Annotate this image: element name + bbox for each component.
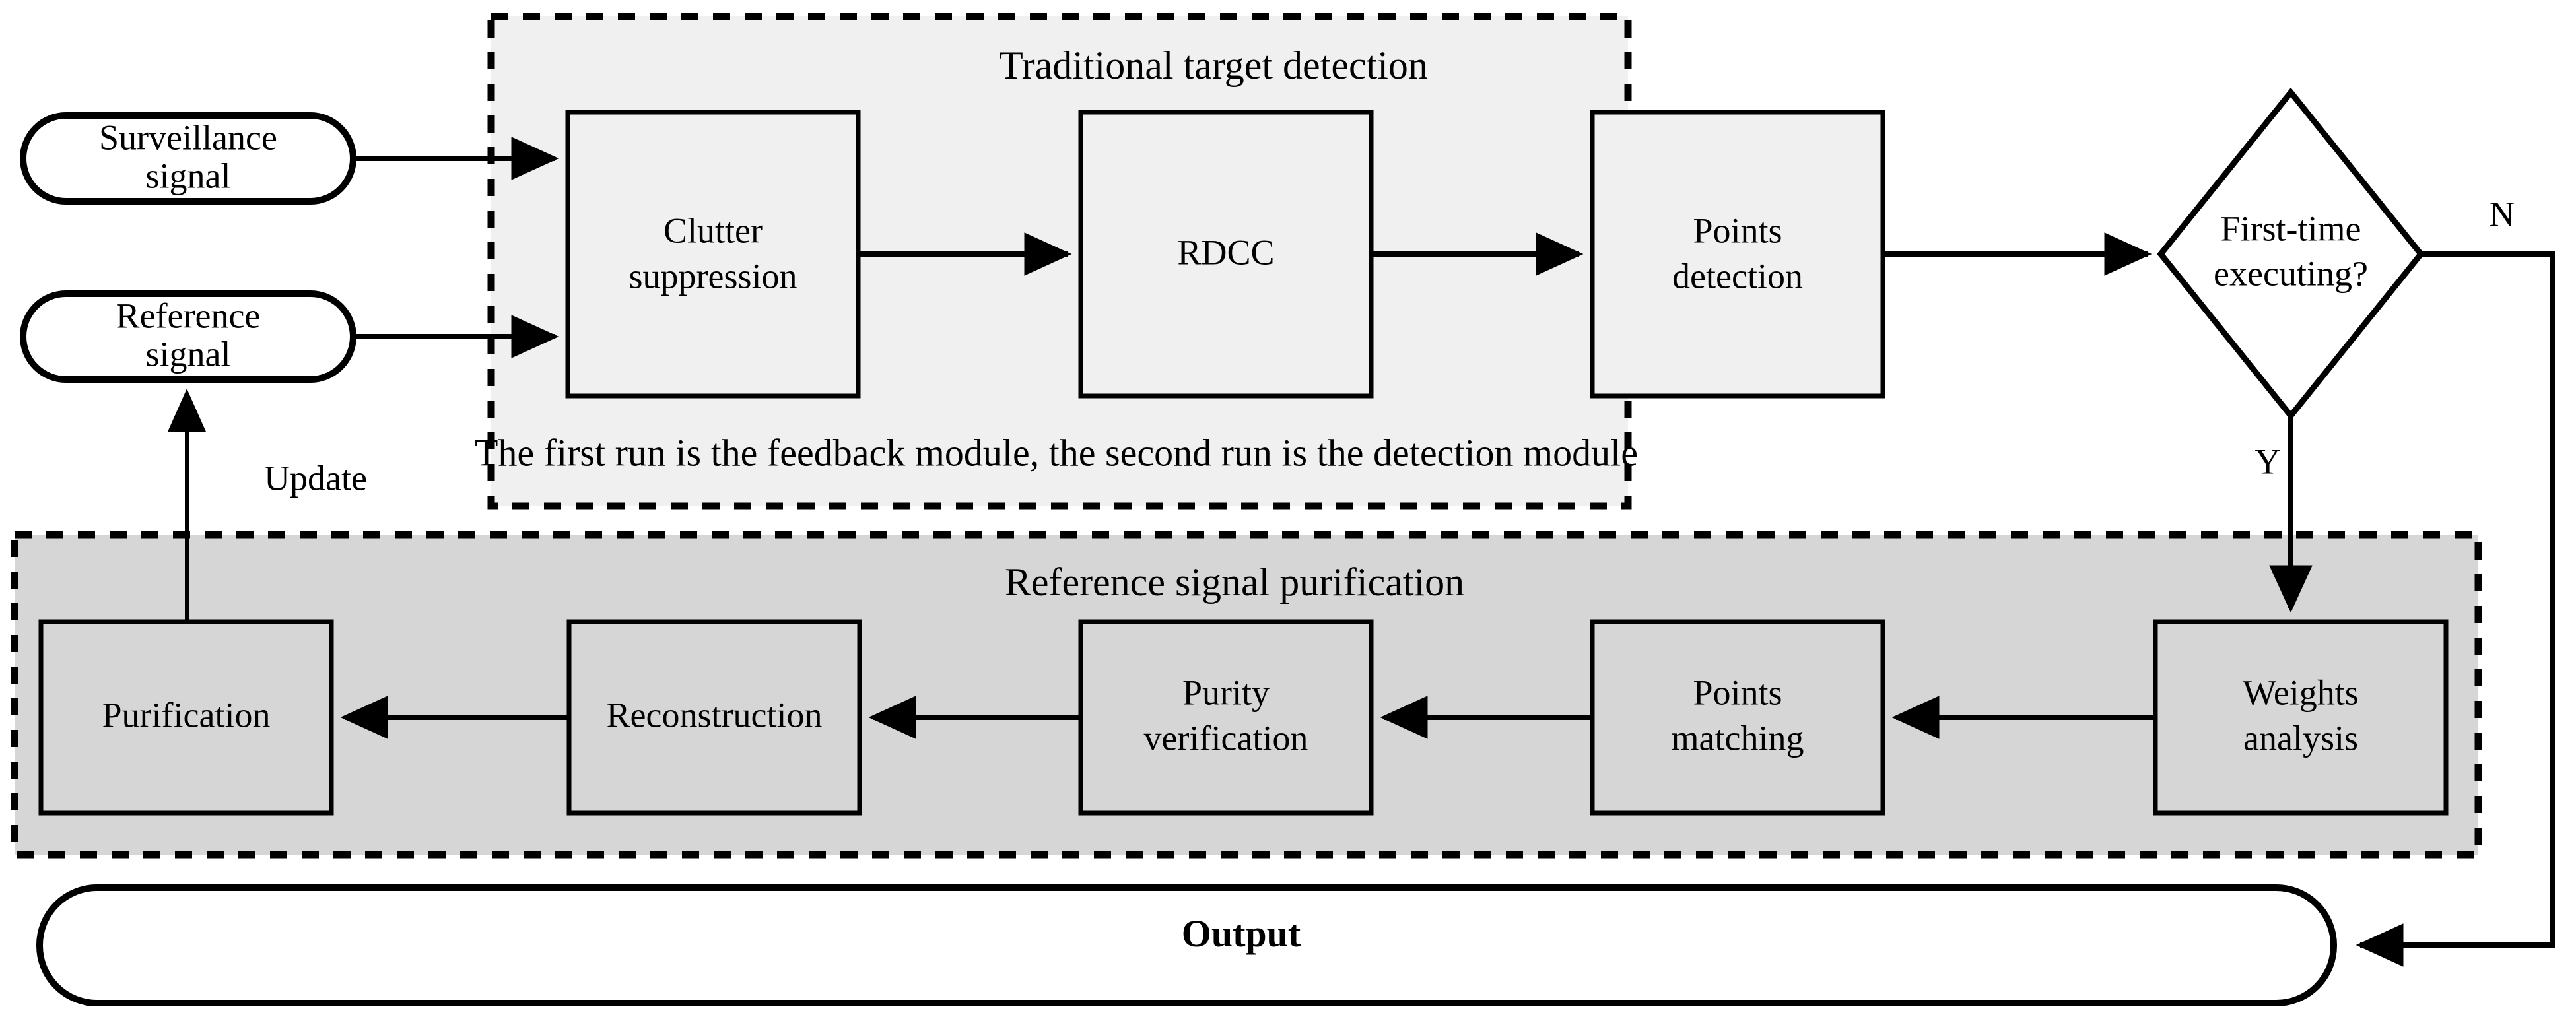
first-time-executing-label-line1: First-time xyxy=(2221,209,2361,248)
points-detection-label-line1: Points xyxy=(1693,211,1782,250)
node-purification[interactable]: Purification xyxy=(38,619,334,816)
node-reconstruction[interactable]: Reconstruction xyxy=(566,619,862,816)
purification-shape[interactable] xyxy=(38,619,334,816)
points-matching-label-line2: matching xyxy=(1672,718,1804,758)
purification-label-line1: Purification xyxy=(102,695,271,735)
node-points-matching[interactable]: Points matching xyxy=(1590,619,1885,816)
purity-verification-label-line2: verification xyxy=(1144,718,1308,758)
terminal-reference-signal[interactable]: Reference signal xyxy=(20,290,356,383)
points-detection-label-line2: detection xyxy=(1672,256,1803,296)
purification-panel-title: Reference signal purification xyxy=(1005,560,1464,604)
terminal-surveillance-signal[interactable]: Surveillance signal xyxy=(20,112,356,205)
detection-panel-title: Traditional target detection xyxy=(999,44,1428,87)
node-weights-analysis[interactable]: Weights analysis xyxy=(2153,619,2449,816)
purity-verification-shape[interactable] xyxy=(1078,619,1374,816)
reconstruction-label-line1: Reconstruction xyxy=(607,695,823,735)
output-label: Output xyxy=(1182,912,1301,955)
clutter-suppression-shape[interactable] xyxy=(565,110,861,399)
points-detection-shape[interactable] xyxy=(1590,110,1885,399)
output-shape[interactable] xyxy=(36,884,2337,1006)
edge-label-update: Update xyxy=(264,458,367,498)
weights-analysis-label-line2: analysis xyxy=(2243,718,2358,758)
rdcc-label-line1: RDCC xyxy=(1177,232,1274,272)
clutter-suppression-label-line1: Clutter xyxy=(663,211,763,250)
terminal-output[interactable]: Output xyxy=(36,884,2337,1006)
node-clutter-suppression[interactable]: Clutter suppression xyxy=(565,110,861,399)
edge-decision-no-to-output xyxy=(2356,251,2555,967)
node-rdcc[interactable]: RDCC xyxy=(1078,110,1374,399)
points-matching-shape[interactable] xyxy=(1590,619,1885,816)
weights-analysis-label-line1: Weights xyxy=(2243,673,2359,712)
first-time-executing-label-line2: executing? xyxy=(2214,253,2368,293)
reference-signal-label-line2: signal xyxy=(146,334,231,374)
reference-signal-label-line1: Reference xyxy=(116,296,261,335)
detection-panel-caption: The first run is the feedback module, th… xyxy=(475,431,1638,474)
points-matching-label-line1: Points xyxy=(1693,673,1782,712)
node-purity-verification[interactable]: Purity verification xyxy=(1078,619,1374,816)
branch-label-yes: Y xyxy=(2255,442,2281,481)
weights-analysis-shape[interactable] xyxy=(2153,619,2449,816)
branch-label-no: N xyxy=(2490,194,2515,234)
clutter-suppression-label-line2: suppression xyxy=(629,256,797,296)
purity-verification-label-line1: Purity xyxy=(1182,673,1270,712)
node-points-detection[interactable]: Points detection xyxy=(1590,110,1885,399)
decision-first-time-executing[interactable]: First-time executing? xyxy=(2157,87,2425,421)
surveillance-signal-label-line1: Surveillance xyxy=(99,117,277,157)
reconstruction-shape[interactable] xyxy=(566,619,862,816)
surveillance-signal-label-line2: signal xyxy=(146,156,231,195)
rdcc-shape[interactable] xyxy=(1078,110,1374,399)
